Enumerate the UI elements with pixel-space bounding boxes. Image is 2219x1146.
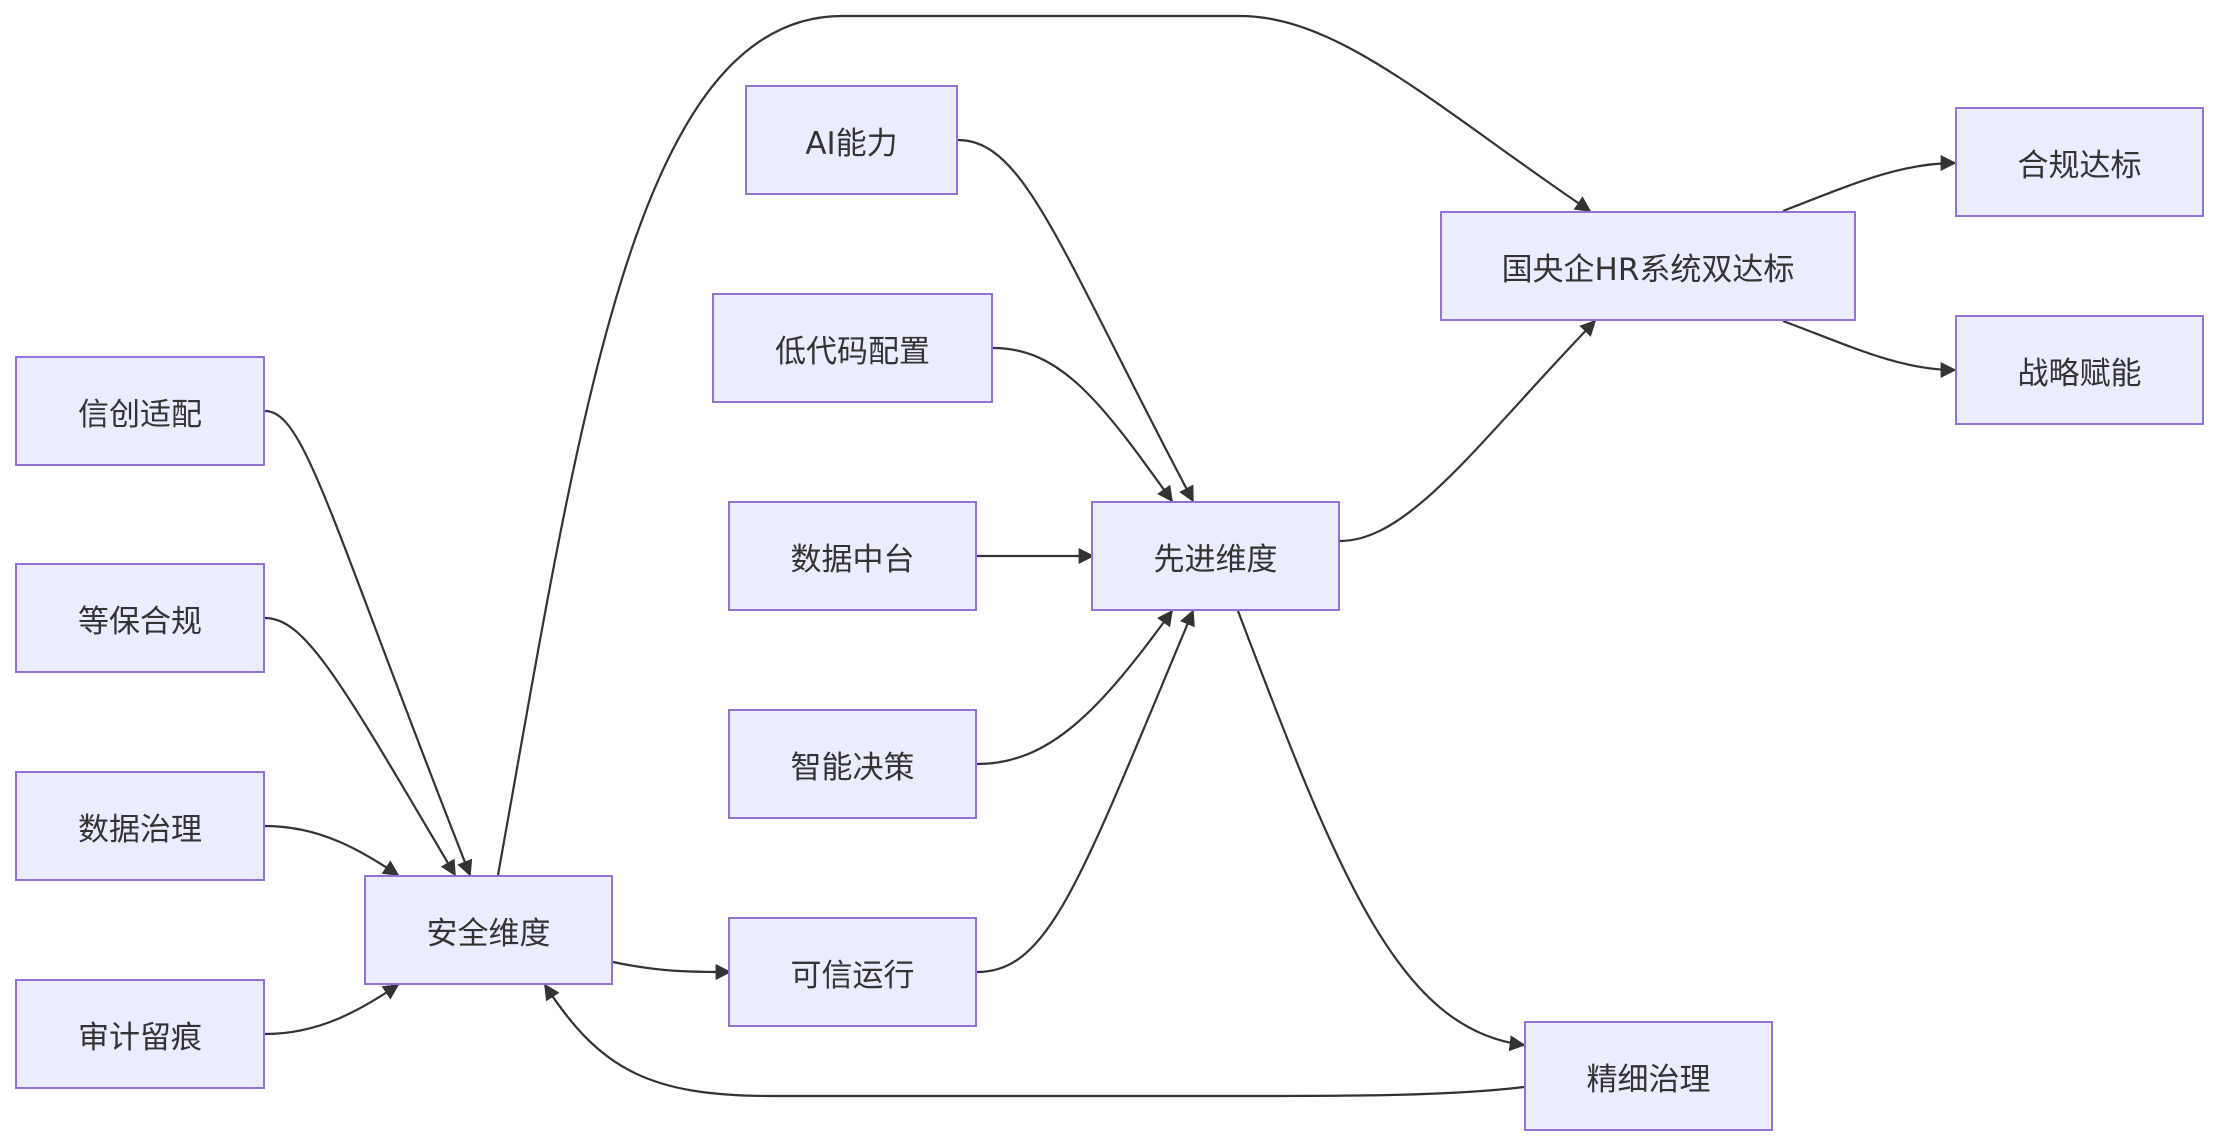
edge-advanced-to-root [1339,319,1597,543]
edge-finegov-to-security [544,983,1525,1098]
edge-advanced-to-finegov [1236,610,1526,1052]
node-trusted[interactable]: 可信运行 [728,917,977,1027]
node-fine-gov[interactable]: 精细治理 [1524,1021,1773,1131]
edge-ai-to-advanced [957,138,1194,503]
node-decision[interactable]: 智能决策 [728,709,977,819]
edge-lowcode-to-advanced [992,346,1173,503]
edge-security-to-root [496,14,1592,876]
edge-trusted-to-advanced [976,609,1195,974]
edge-dengbao-to-security [264,616,456,877]
node-compliance[interactable]: 合规达标 [1955,107,2204,217]
node-audit[interactable]: 审计留痕 [15,979,265,1089]
node-data-platform[interactable]: 数据中台 [728,501,977,611]
edge-audit-to-security [264,984,400,1036]
edge-security-to-trusted [612,960,732,980]
edge-root-to-compliance [1782,155,1957,213]
node-lowcode[interactable]: 低代码配置 [712,293,993,403]
edge-datagov-to-security [264,824,400,876]
node-data-gov[interactable]: 数据治理 [15,771,265,881]
edge-xinchuang-to-security [264,409,473,877]
edge-decision-to-advanced [976,609,1173,766]
node-xinchuang[interactable]: 信创适配 [15,356,265,466]
node-advanced[interactable]: 先进维度 [1091,501,1340,611]
edge-root-to-strategy [1782,319,1957,378]
node-dengbao[interactable]: 等保合规 [15,563,265,673]
node-ai[interactable]: AI能力 [745,85,958,195]
node-root[interactable]: 国央企HR系统双达标 [1440,211,1856,321]
node-strategy[interactable]: 战略赋能 [1955,315,2204,425]
node-security[interactable]: 安全维度 [364,875,613,985]
